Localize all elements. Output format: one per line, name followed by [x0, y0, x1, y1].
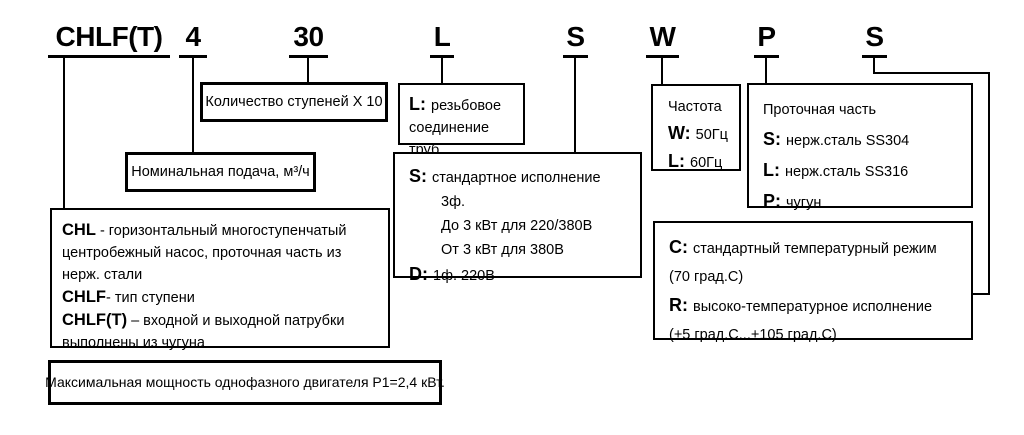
- frequency-value: 50Гц: [695, 127, 728, 143]
- pipe-connection-box: L:резьбовое соединение труб: [398, 83, 525, 158]
- flow-part-option: P: чугун: [763, 187, 967, 218]
- electrical-detail: До 3 кВт для 220/380В: [441, 218, 593, 234]
- electrical-detail: 3ф.: [441, 194, 466, 210]
- electrical-option: D: 1ф. 220В: [409, 262, 636, 288]
- code-electrical: S: [563, 20, 588, 58]
- electrical-value: 1ф. 220В: [433, 268, 495, 284]
- connector-line: [63, 58, 65, 210]
- temperature-key: C:: [669, 237, 688, 257]
- connector-line: [307, 58, 309, 84]
- flow-part-key: S:: [763, 129, 781, 149]
- electrical-key: D:: [409, 264, 428, 284]
- connector-line: [988, 72, 990, 295]
- pump-type-key: CHLF: [62, 288, 106, 306]
- flow-part-title: Проточная часть: [763, 102, 877, 118]
- pump-type-item: CHLF(T) – входной и выходной патрубки вы…: [62, 309, 378, 354]
- electrical-detail: От 3 кВт для 380В: [441, 242, 564, 258]
- temperature-option: R: высоко-температурное исполнение: [669, 291, 967, 321]
- stages-box: Количество ступеней X 10: [200, 82, 388, 122]
- electrical-key: S:: [409, 166, 427, 186]
- connector-line: [765, 58, 767, 85]
- code-series: CHLF(T): [48, 20, 170, 58]
- pump-type-key: CHL: [62, 221, 96, 239]
- max-power-box: Максимальная мощность однофазного двигат…: [45, 360, 445, 405]
- flow-part-value: нерж.сталь SS304: [786, 133, 910, 149]
- temperature-value: стандартный температурный режим: [693, 241, 937, 257]
- code-frequency: W: [646, 20, 679, 58]
- flow-part-value: нерж.сталь SS316: [785, 164, 909, 180]
- connector-line: [873, 58, 875, 74]
- frequency-option: W:50Гц: [668, 120, 735, 148]
- temperature-detail: (70 град.С): [669, 269, 744, 285]
- code-pipe-connection: L: [430, 20, 454, 58]
- frequency-title: Частота: [668, 99, 722, 115]
- nominal-flow-label: Номинальная подача, м³/ч: [131, 163, 310, 180]
- electrical-value: стандартное исполнение: [432, 170, 601, 186]
- temperature-key: R:: [669, 295, 688, 315]
- temperature-value: высоко-температурное исполнение: [693, 299, 933, 315]
- pump-type-key: CHLF(T): [62, 311, 128, 329]
- temperature-detail: (+5 град.С...+105 град.С): [669, 327, 837, 343]
- electrical-option: S: стандартное исполнение: [409, 164, 636, 190]
- temperature-option: C: стандартный температурный режим: [669, 233, 967, 263]
- connector-line: [574, 58, 576, 154]
- pump-type-item: CHL - горизонтальный многоступенчатый це…: [62, 219, 378, 286]
- pump-type-item: CHLF- тип ступени: [62, 286, 378, 309]
- connector-line: [661, 58, 663, 86]
- code-stages: 30: [289, 20, 328, 58]
- code-temperature: S: [862, 20, 887, 58]
- pump-types-box: CHL - горизонтальный многоступенчатый це…: [50, 208, 390, 351]
- flow-part-key: L:: [763, 160, 780, 180]
- connector-line: [873, 72, 990, 74]
- frequency-key: L:: [668, 151, 685, 171]
- electrical-box: S: стандартное исполнение 3ф. До 3 кВт дл…: [393, 152, 642, 284]
- frequency-key: W:: [668, 123, 691, 143]
- flow-part-box: Проточная часть S: нерж.сталь SS304 L: нер…: [747, 83, 973, 211]
- frequency-option: L: 60Гц: [668, 148, 735, 176]
- connector-line: [972, 293, 990, 295]
- pump-type-description: - горизонтальный многоступенчатый центро…: [62, 223, 347, 283]
- connector-line: [192, 58, 194, 152]
- temperature-box: C: стандартный температурный режим (70 гр…: [653, 221, 973, 343]
- flow-part-option: S: нерж.сталь SS304: [763, 125, 967, 156]
- connector-line: [441, 58, 443, 85]
- flow-part-key: P:: [763, 191, 781, 211]
- stages-label: Количество ступеней X 10: [205, 93, 383, 110]
- max-power-label: Максимальная мощность однофазного двигат…: [45, 374, 445, 390]
- code-flow-part: P: [754, 20, 779, 58]
- flow-part-value: чугун: [786, 195, 822, 211]
- nominal-flow-box: Номинальная подача, м³/ч: [125, 152, 316, 192]
- code-nominal-flow: 4: [179, 20, 207, 58]
- frequency-box: Частота W:50Гц L: 60Гц: [651, 84, 741, 171]
- pump-type-description: – входной и выходной патрубки выполнены …: [62, 313, 345, 351]
- pump-type-description: - тип ступени: [106, 290, 195, 306]
- flow-part-option: L: нерж.сталь SS316: [763, 156, 967, 187]
- pipe-connection-key: L:: [409, 94, 426, 114]
- frequency-value: 60Гц: [690, 155, 723, 171]
